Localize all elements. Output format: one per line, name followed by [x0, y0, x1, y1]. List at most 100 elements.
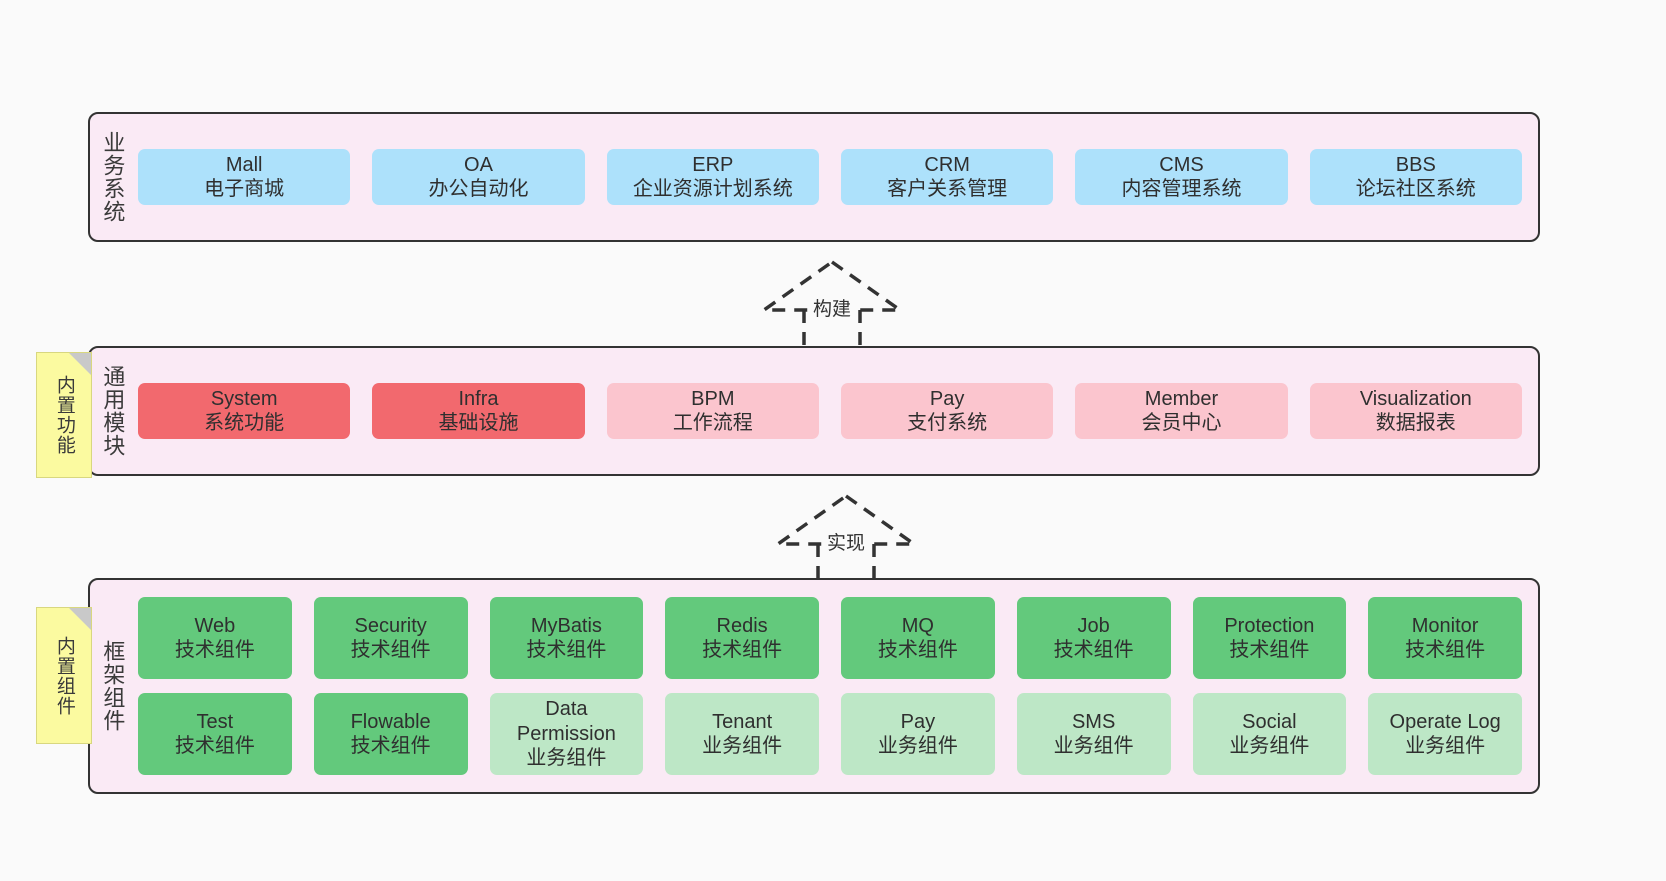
layer-framework-component-body: Web 技术组件 Security 技术组件 MyBatis 技术组件 Redi…: [134, 580, 1538, 792]
sticky-note-builtin-feature[interactable]: 内置功能: [36, 352, 92, 478]
card-visualization[interactable]: Visualization 数据报表: [1309, 382, 1522, 440]
card-title-en: ERP: [692, 153, 734, 176]
sticky-note-label: 内置组件: [53, 635, 75, 716]
card-title-cn: 技术组件: [350, 735, 431, 757]
card-title-en: Web: [194, 614, 236, 637]
connector-implement-label: 实现: [824, 528, 868, 555]
card-title-en: Test: [196, 710, 234, 733]
card-title-en: Data Permission: [516, 698, 616, 745]
card-title-cn: 技术组件: [526, 639, 607, 661]
card-title-en: MyBatis: [530, 614, 602, 637]
card-bpm[interactable]: BPM 工作流程: [606, 382, 819, 440]
card-row: Test 技术组件 Flowable 技术组件 Data Permission …: [138, 693, 1522, 775]
card-social[interactable]: Social 业务组件: [1192, 693, 1347, 775]
card-title-cn: 数据报表: [1375, 412, 1456, 434]
card-title-en: Monitor: [1411, 614, 1479, 637]
card-title-cn: 工作流程: [672, 412, 753, 434]
card-member[interactable]: Member 会员中心: [1075, 382, 1288, 440]
layer-common-module[interactable]: 通用模块 System 系统功能 Infra 基础设施 BPM 工作流程 Pay…: [88, 346, 1540, 476]
card-mq[interactable]: MQ 技术组件: [841, 597, 995, 679]
card-job[interactable]: Job 技术组件: [1016, 597, 1171, 679]
card-title-en: Pay: [929, 387, 965, 410]
connector-build-label: 构建: [810, 294, 854, 321]
sticky-note-builtin-component[interactable]: 内置组件: [36, 607, 92, 744]
card-title-cn: 论坛社区系统: [1355, 178, 1476, 200]
card-title-cn: 企业资源计划系统: [632, 178, 793, 200]
card-title-en: Security: [354, 614, 427, 637]
card-title-en: Visualization: [1359, 387, 1472, 410]
card-title-cn: 系统功能: [204, 412, 285, 434]
card-title-cn: 会员中心: [1141, 412, 1222, 434]
card-erp[interactable]: ERP 企业资源计划系统: [606, 148, 819, 206]
card-mybatis[interactable]: MyBatis 技术组件: [489, 597, 644, 679]
card-title-cn: 业务组件: [1053, 735, 1134, 757]
card-title-cn: 业务组件: [1405, 735, 1486, 757]
fold-corner-icon: [69, 608, 91, 630]
card-title-en: Protection: [1224, 614, 1315, 637]
card-title-en: Pay: [900, 710, 936, 733]
card-title-en: Flowable: [350, 710, 431, 733]
card-sms[interactable]: SMS 业务组件: [1016, 693, 1171, 775]
card-title-en: CRM: [924, 153, 970, 176]
card-title-cn: 电子商城: [204, 178, 285, 200]
layer-business-system-label: 业务系统: [100, 131, 126, 223]
card-title-en: MQ: [901, 614, 934, 637]
sticky-note-label: 内置功能: [53, 375, 75, 455]
connector-implement: 实现: [766, 492, 926, 588]
card-title-cn: 业务组件: [702, 735, 783, 757]
card-title-cn: 办公自动化: [428, 178, 529, 200]
card-title-cn: 支付系统: [907, 412, 988, 434]
card-row: System 系统功能 Infra 基础设施 BPM 工作流程 Pay 支付系统…: [138, 382, 1522, 440]
card-pay[interactable]: Pay 支付系统: [840, 382, 1054, 440]
card-pay-business[interactable]: Pay 业务组件: [841, 693, 995, 775]
card-row: Web 技术组件 Security 技术组件 MyBatis 技术组件 Redi…: [138, 597, 1522, 679]
card-web[interactable]: Web 技术组件: [138, 597, 292, 679]
card-system[interactable]: System 系统功能: [138, 382, 351, 440]
layer-common-module-label: 通用模块: [100, 365, 126, 457]
card-title-cn: 技术组件: [1053, 639, 1134, 661]
layer-common-module-body: System 系统功能 Infra 基础设施 BPM 工作流程 Pay 支付系统…: [134, 348, 1538, 474]
card-title-cn: 技术组件: [174, 639, 255, 661]
card-protection[interactable]: Protection 技术组件: [1192, 597, 1347, 679]
card-tenant[interactable]: Tenant 业务组件: [665, 693, 819, 775]
card-title-cn: 技术组件: [1229, 639, 1310, 661]
card-title-en: Infra: [458, 387, 499, 410]
card-data-permission[interactable]: Data Permission 业务组件: [489, 693, 644, 775]
card-title-cn: 技术组件: [350, 639, 431, 661]
card-mall[interactable]: Mall 电子商城: [138, 148, 351, 206]
card-operate-log[interactable]: Operate Log 业务组件: [1368, 693, 1522, 775]
card-title-en: OA: [464, 153, 493, 176]
card-title-en: System: [210, 387, 278, 410]
card-security[interactable]: Security 技术组件: [313, 597, 468, 679]
card-crm[interactable]: CRM 客户关系管理: [840, 148, 1054, 206]
card-cms[interactable]: CMS 内容管理系统: [1075, 148, 1288, 206]
layer-framework-component-label: 框架组件: [100, 640, 126, 732]
card-title-en: Member: [1144, 387, 1219, 410]
card-title-en: Tenant: [712, 710, 773, 733]
card-title-en: SMS: [1071, 710, 1116, 733]
card-test[interactable]: Test 技术组件: [138, 693, 292, 775]
connector-build: 构建: [752, 258, 912, 354]
card-title-cn: 内容管理系统: [1121, 178, 1242, 200]
card-title-cn: 技术组件: [174, 735, 255, 757]
card-redis[interactable]: Redis 技术组件: [665, 597, 819, 679]
card-title-en: Redis: [716, 614, 768, 637]
card-bbs[interactable]: BBS 论坛社区系统: [1309, 148, 1522, 206]
card-title-cn: 客户关系管理: [887, 178, 1008, 200]
card-title-cn: 业务组件: [1229, 735, 1310, 757]
layer-framework-component[interactable]: 框架组件 Web 技术组件 Security 技术组件 MyBatis 技术组件…: [88, 578, 1540, 794]
card-title-en: CMS: [1159, 153, 1204, 176]
card-title-en: Operate Log: [1389, 710, 1501, 733]
card-flowable[interactable]: Flowable 技术组件: [313, 693, 468, 775]
layer-business-system[interactable]: 业务系统 Mall 电子商城 OA 办公自动化 ERP 企业资源计划系统 CRM…: [88, 112, 1540, 242]
card-infra[interactable]: Infra 基础设施: [372, 382, 585, 440]
card-title-cn: 基础设施: [438, 412, 519, 434]
card-title-en: Job: [1077, 614, 1110, 637]
card-title-cn: 业务组件: [877, 735, 958, 757]
layer-business-system-body: Mall 电子商城 OA 办公自动化 ERP 企业资源计划系统 CRM 客户关系…: [134, 114, 1538, 240]
card-title-en: Mall: [225, 153, 263, 176]
card-title-en: Social: [1242, 710, 1297, 733]
card-monitor[interactable]: Monitor 技术组件: [1368, 597, 1522, 679]
card-oa[interactable]: OA 办公自动化: [372, 148, 585, 206]
